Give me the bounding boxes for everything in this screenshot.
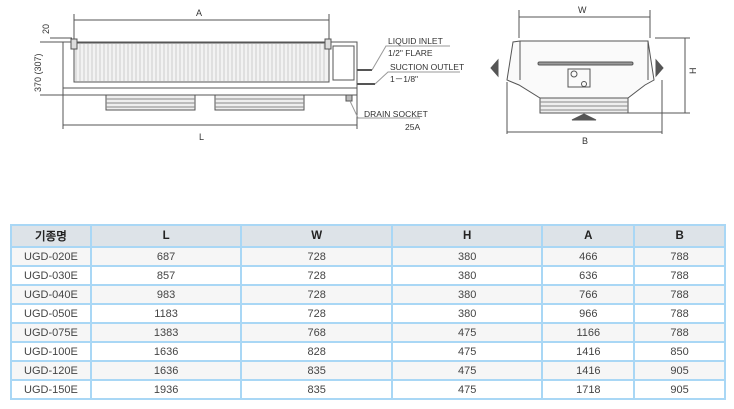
side-view: A L 20 370 (307) LIQUID INLET 1/2" FLARE… <box>33 8 464 142</box>
table-cell: 1416 <box>541 360 636 381</box>
table-cell: 687 <box>89 246 243 267</box>
table-cell: UGD-050E <box>10 303 92 324</box>
dim-20-label: 20 <box>41 24 51 34</box>
table-cell: 768 <box>240 322 393 343</box>
header-model: 기종명 <box>10 224 92 248</box>
table-cell: 475 <box>390 360 544 381</box>
table-cell: 788 <box>633 284 726 305</box>
table-cell: 475 <box>390 322 544 343</box>
table-cell: 983 <box>89 284 243 305</box>
table-cell: UGD-150E <box>10 379 92 400</box>
table-cell: 905 <box>633 379 726 400</box>
dim-a-label: A <box>196 8 202 18</box>
table-cell: 728 <box>240 284 393 305</box>
table-cell: 835 <box>240 360 393 381</box>
table-cell: 788 <box>633 303 726 324</box>
table-cell: UGD-120E <box>10 360 92 381</box>
table-cell: UGD-075E <box>10 322 92 343</box>
dim-h-label: H <box>688 68 698 75</box>
header-h: H <box>390 224 544 248</box>
table-cell: 1183 <box>89 303 243 324</box>
table-cell: 475 <box>390 379 544 400</box>
table-cell: 828 <box>240 341 393 362</box>
table-cell: 636 <box>541 265 636 286</box>
table-cell: 1416 <box>541 341 636 362</box>
table-cell: 380 <box>390 303 544 324</box>
table-cell: 475 <box>390 341 544 362</box>
table-cell: UGD-020E <box>10 246 92 267</box>
airflow-arrows <box>490 58 664 121</box>
table-cell: UGD-030E <box>10 265 92 286</box>
table-cell: 788 <box>633 265 726 286</box>
table-cell: 905 <box>633 360 726 381</box>
suction-outlet-size: 1－1/8" <box>390 74 418 84</box>
dim-b-label: B <box>582 136 588 146</box>
unit-drawing: A L 20 370 (307) LIQUID INLET 1/2" FLARE… <box>33 5 698 146</box>
table-cell: 857 <box>89 265 243 286</box>
unit-body <box>62 41 358 96</box>
table-cell: 788 <box>633 322 726 343</box>
liquid-inlet-size: 1/2" FLARE <box>388 48 433 58</box>
table-cell: 728 <box>240 265 393 286</box>
dim-l-label: L <box>199 132 204 142</box>
table-cell: 380 <box>390 265 544 286</box>
table-cell: 1636 <box>89 341 243 362</box>
table-cell: 1936 <box>89 379 243 400</box>
front-view: W H B <box>490 5 698 146</box>
drain-socket-label: DRAIN SOCKET <box>364 109 428 119</box>
table-cell: 380 <box>390 284 544 305</box>
table-cell: 1166 <box>541 322 636 343</box>
table-header-row: 기종명 L W H A B <box>10 224 726 248</box>
dim-w-label: W <box>578 5 587 15</box>
table-cell: 728 <box>240 246 393 267</box>
table-cell: 966 <box>541 303 636 324</box>
table-cell: 850 <box>633 341 726 362</box>
table-cell: 1636 <box>89 360 243 381</box>
table-cell: 1718 <box>541 379 636 400</box>
table-cell: 766 <box>541 284 636 305</box>
table-cell: 835 <box>240 379 393 400</box>
table-cell: 788 <box>633 246 726 267</box>
header-w: W <box>240 224 393 248</box>
table-cell: UGD-040E <box>10 284 92 305</box>
liquid-inlet-label: LIQUID INLET <box>388 36 443 46</box>
table-cell: 728 <box>240 303 393 324</box>
suction-outlet-label: SUCTION OUTLET <box>390 62 464 72</box>
control-box <box>332 45 355 81</box>
table-cell: 380 <box>390 246 544 267</box>
table-cell: 1383 <box>89 322 243 343</box>
header-a: A <box>541 224 636 248</box>
drain-socket-size: 25A <box>405 122 420 132</box>
header-b: B <box>633 224 726 248</box>
dim-height-label: 370 (307) <box>33 53 43 92</box>
header-l: L <box>89 224 243 248</box>
table-cell: 466 <box>541 246 636 267</box>
table-cell: UGD-100E <box>10 341 92 362</box>
